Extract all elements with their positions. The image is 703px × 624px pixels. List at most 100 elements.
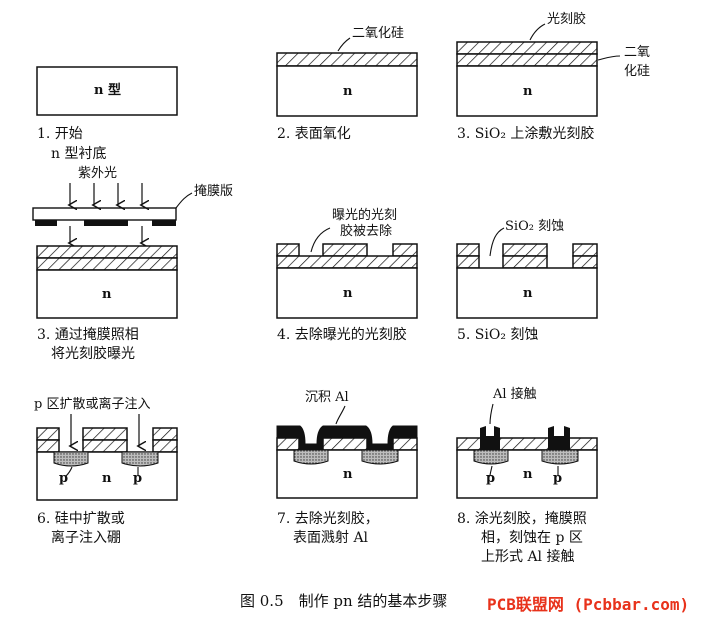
label-leader bbox=[489, 227, 505, 257]
oxide-segment bbox=[276, 437, 300, 451]
step-9-p-label: p bbox=[486, 471, 496, 486]
step-5-caption: 4. 去除曝光的光刻胶 bbox=[277, 327, 407, 343]
label-leader bbox=[489, 465, 493, 477]
step-8-inner-label: n bbox=[343, 467, 353, 482]
oxide-segment bbox=[502, 255, 548, 269]
mask-opaque-region bbox=[35, 220, 57, 226]
sio2-layer bbox=[276, 255, 418, 269]
watermark: PCB联盟网 (Pcbbar.com) bbox=[487, 595, 690, 614]
p-region bbox=[541, 449, 579, 465]
label-photoresist: 光刻胶 bbox=[547, 12, 587, 27]
implant-arrows bbox=[71, 414, 139, 446]
label-leader bbox=[529, 23, 546, 41]
n-substrate bbox=[36, 269, 178, 319]
step-6-boron-diffusion bbox=[36, 414, 178, 501]
step-9-caption-line2: 相，刻蚀在 p 区 bbox=[481, 530, 583, 546]
step-9-caption-line3: 上形式 Al 接触 bbox=[481, 549, 575, 565]
p-region bbox=[473, 449, 509, 465]
p-region bbox=[361, 449, 399, 465]
step-1-caption-line2: n 型衬底 bbox=[51, 146, 107, 162]
step-3b-mask-exposure bbox=[32, 183, 193, 319]
step-7-caption-line2: 离子注入硼 bbox=[51, 530, 121, 546]
step-3-photoresist-coat bbox=[456, 23, 621, 117]
mask-opaque-region bbox=[84, 220, 128, 226]
n-substrate bbox=[456, 267, 598, 319]
label-uv-light: 紫外光 bbox=[78, 166, 118, 181]
p-region bbox=[293, 449, 329, 465]
label-leader bbox=[310, 227, 331, 253]
oxide-segment bbox=[36, 439, 60, 453]
label-exposed-resist-line1: 曝光的光刻 bbox=[332, 208, 398, 223]
label-mask-plate: 掩膜版 bbox=[194, 184, 234, 199]
step-2-inner-label: n bbox=[343, 84, 353, 99]
sio2-layer bbox=[456, 53, 598, 67]
label-silicon-dioxide: 二氧化硅 bbox=[352, 26, 405, 41]
step-9-caption: 8. 涂光刻胶，掩膜照 bbox=[457, 511, 587, 527]
step-8-caption: 7. 去除光刻胶， bbox=[277, 511, 379, 527]
step-6-inner-label: n bbox=[523, 286, 533, 301]
photoresist-layer bbox=[456, 41, 598, 55]
photoresist-segment bbox=[322, 243, 368, 257]
photoresist-segment bbox=[276, 243, 300, 257]
oxide-segment bbox=[152, 439, 178, 453]
step-1-caption: 1. 开始 bbox=[37, 126, 83, 142]
step-8-caption-line2: 表面溅射 Al bbox=[293, 530, 369, 546]
step-8-al-contacts bbox=[456, 403, 598, 499]
resist-segment bbox=[456, 243, 480, 257]
photoresist-layer bbox=[36, 245, 178, 259]
step-4-inner-label: n bbox=[102, 287, 112, 302]
aluminum-layer bbox=[276, 425, 418, 451]
al-contact bbox=[480, 426, 500, 450]
step-3-inner-label: n bbox=[523, 84, 533, 99]
step-9-n-label: n bbox=[523, 467, 533, 482]
step-4-caption-line2: 将光刻胶曝光 bbox=[51, 346, 135, 362]
label-leader bbox=[335, 405, 346, 425]
label-leader bbox=[337, 37, 351, 52]
mask-opaque-region bbox=[152, 220, 176, 226]
step-7-p-label: p bbox=[133, 471, 143, 486]
oxide-segment bbox=[82, 439, 128, 453]
label-exposed-resist-line2: 胶被去除 bbox=[340, 224, 393, 239]
step-2-oxidation bbox=[276, 37, 418, 117]
step-1-inner-label: n 型 bbox=[94, 83, 121, 98]
oxide-segment bbox=[322, 437, 368, 451]
oxide-layer bbox=[456, 437, 598, 451]
step-7-p-label: p bbox=[59, 471, 69, 486]
n-substrate bbox=[276, 65, 418, 117]
resist-segment bbox=[152, 427, 178, 441]
step-4-caption: 3. 通过掩膜照相 bbox=[37, 327, 139, 343]
oxide-segment bbox=[456, 255, 480, 269]
photoresist-segment bbox=[392, 243, 418, 257]
resist-segment bbox=[82, 427, 128, 441]
label-p-diffusion: p 区扩散或离子注入 bbox=[34, 397, 151, 412]
sio2-layer bbox=[276, 52, 418, 67]
step-4-remove-exposed-resist bbox=[276, 227, 418, 319]
n-substrate bbox=[456, 65, 598, 117]
label-leader bbox=[489, 403, 494, 425]
label-leader bbox=[597, 55, 621, 61]
step-7-al-sputter bbox=[276, 405, 418, 499]
resist-segment bbox=[572, 243, 598, 257]
label-silicon-dioxide-line2: 化硅 bbox=[624, 64, 651, 79]
label-silicon-dioxide-line1: 二氧 bbox=[624, 45, 651, 60]
figure-caption: 图 0.5 制作 pn 结的基本步骤 bbox=[240, 592, 448, 610]
label-leader bbox=[175, 192, 193, 209]
resist-segment bbox=[36, 427, 60, 441]
al-contact bbox=[548, 426, 570, 450]
step-1-start bbox=[36, 66, 178, 116]
n-substrate bbox=[36, 66, 178, 116]
label-sio2-etch: SiO₂ 刻蚀 bbox=[505, 219, 565, 234]
oxide-segment bbox=[572, 255, 598, 269]
step-7-n-label: n bbox=[102, 471, 112, 486]
step-6-caption: 5. SiO₂ 刻蚀 bbox=[457, 327, 539, 343]
step-5-inner-label: n bbox=[343, 286, 353, 301]
oxide-segment bbox=[392, 437, 418, 451]
label-al-contact: Al 接触 bbox=[493, 387, 537, 402]
n-substrate bbox=[276, 267, 418, 319]
step-3-caption: 3. SiO₂ 上涂敷光刻胶 bbox=[457, 126, 595, 142]
step-7-caption: 6. 硅中扩散或 bbox=[37, 511, 125, 527]
uv-light-arrows bbox=[70, 183, 142, 243]
label-leader bbox=[65, 466, 73, 477]
